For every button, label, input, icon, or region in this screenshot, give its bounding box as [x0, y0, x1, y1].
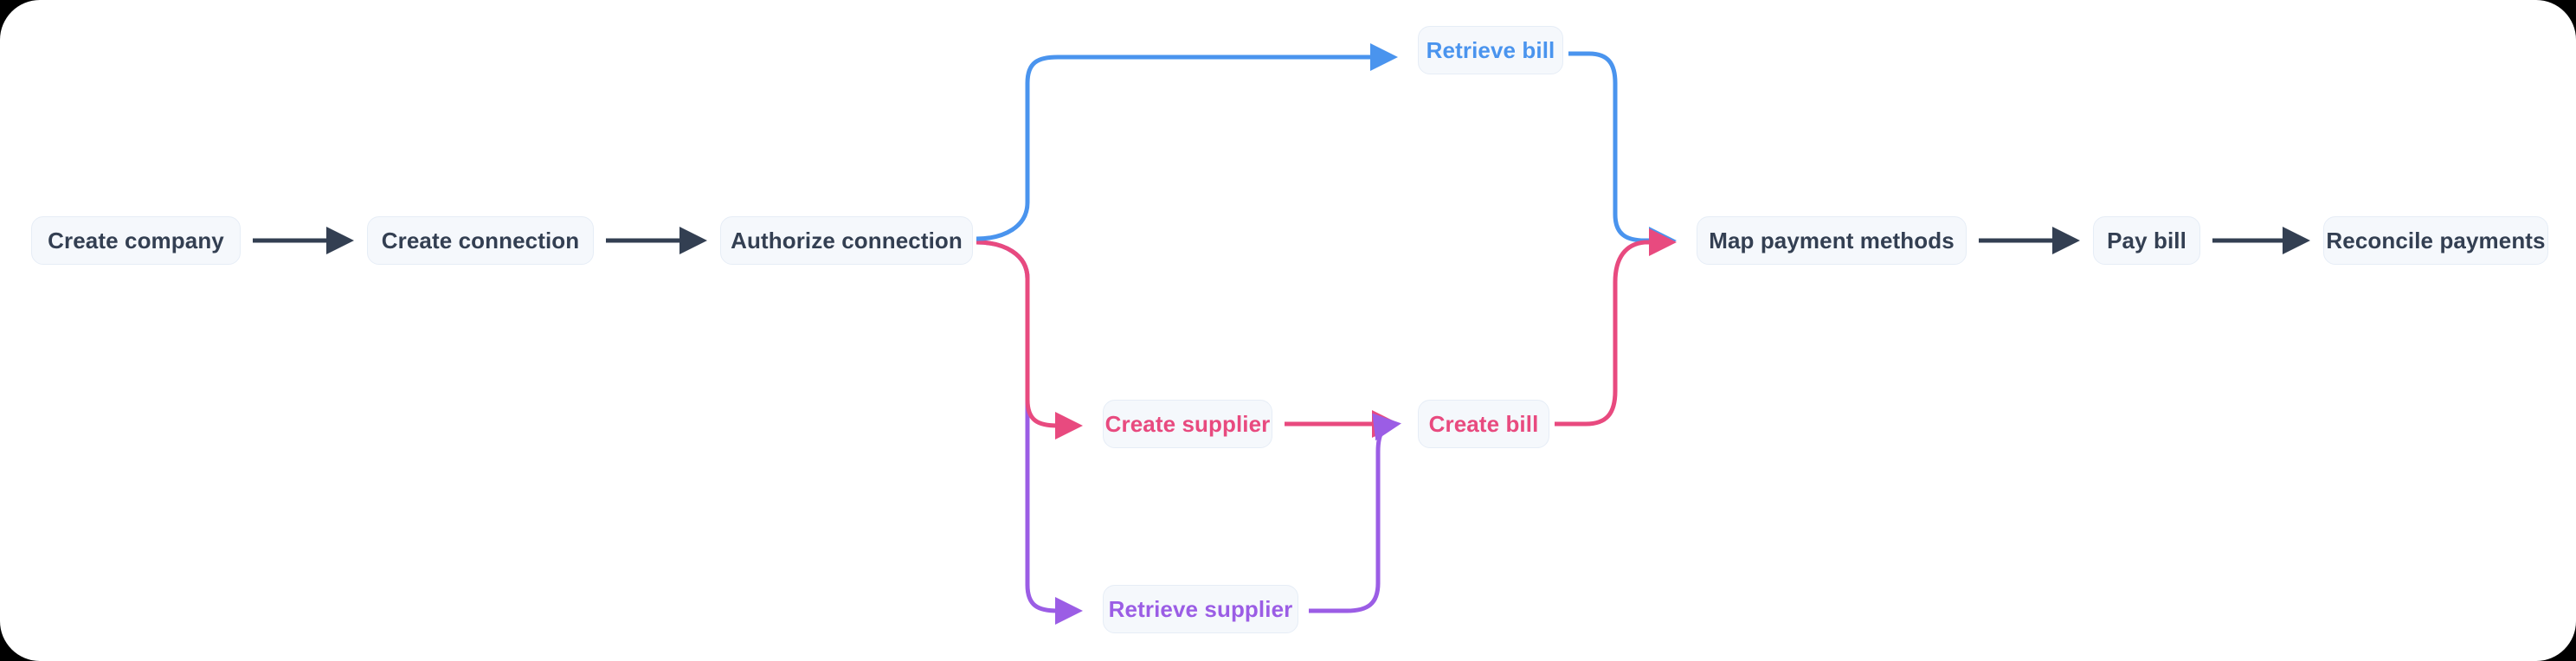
node-retrieve-supplier[interactable]: Retrieve supplier — [1103, 585, 1298, 633]
node-authorize-connection[interactable]: Authorize connection — [720, 216, 973, 265]
node-create-supplier[interactable]: Create supplier — [1103, 400, 1272, 448]
node-create-bill[interactable]: Create bill — [1418, 400, 1549, 448]
edge-authorize-connection-to-retrieve-bill — [976, 42, 1398, 241]
edge-authorize-connection-to-create-supplier — [976, 240, 1083, 440]
edge-retrieve-bill-to-map-payment-methods — [1568, 51, 1677, 254]
node-pay-bill[interactable]: Pay bill — [2093, 216, 2200, 265]
node-retrieve-bill[interactable]: Retrieve bill — [1418, 26, 1563, 74]
edge-create-bill-to-map-payment-methods — [1555, 228, 1677, 427]
node-create-connection[interactable]: Create connection — [367, 216, 594, 265]
node-map-payment-methods[interactable]: Map payment methods — [1697, 216, 1967, 265]
edge-retrieve-supplier-to-create-bill — [1309, 413, 1401, 613]
node-reconcile-payments[interactable]: Reconcile payments — [2323, 216, 2548, 265]
node-create-company[interactable]: Create company — [31, 216, 241, 265]
